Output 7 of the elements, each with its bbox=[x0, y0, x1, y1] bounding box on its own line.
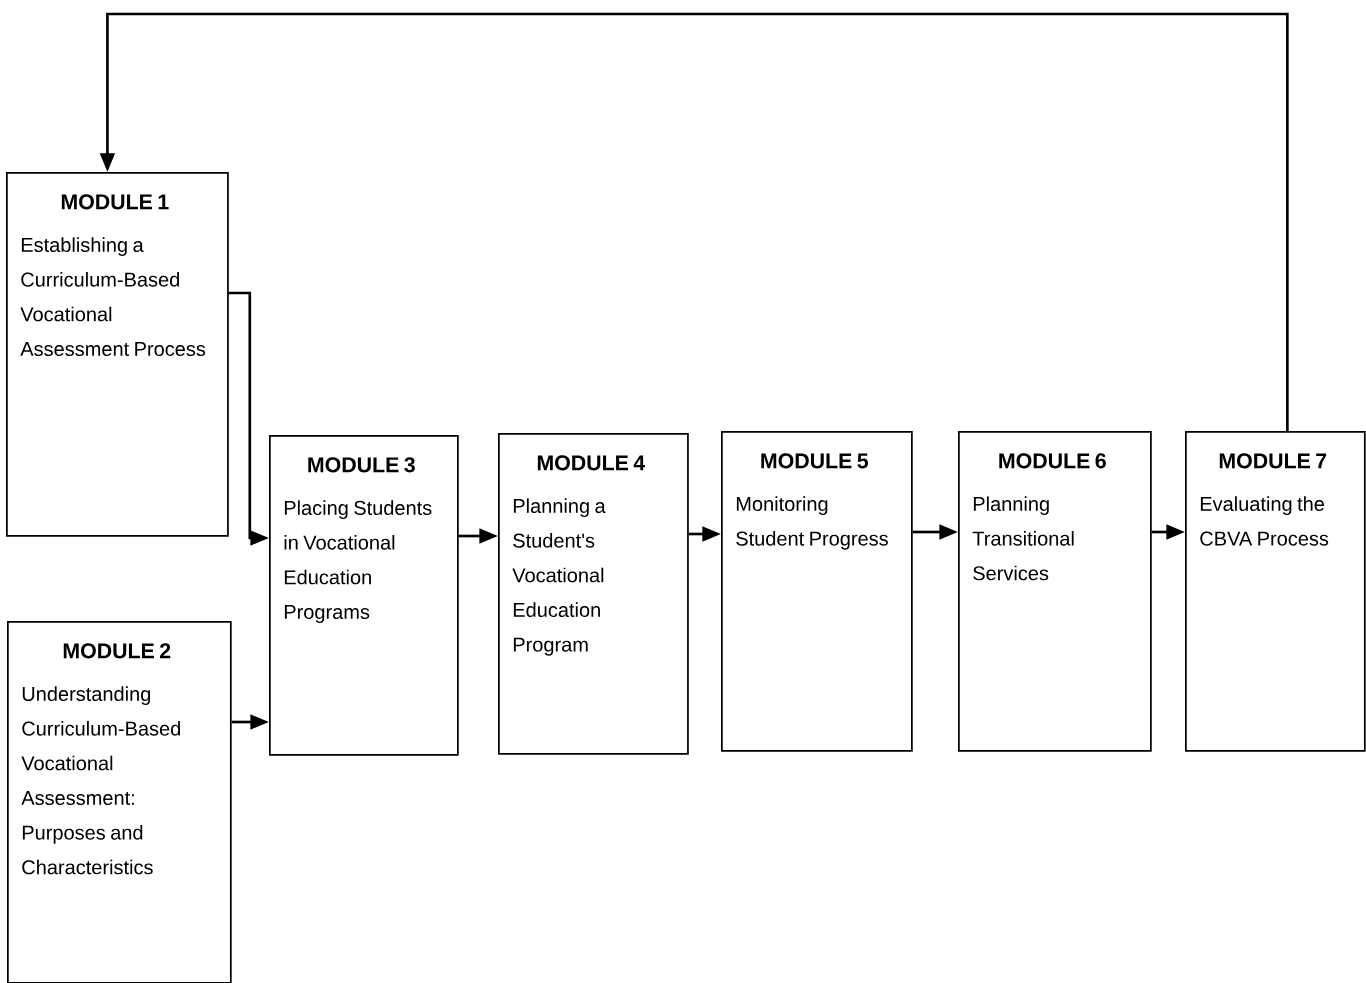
module-box: MODULE 5 Monitoring Student Progress bbox=[721, 431, 913, 752]
module-box: MODULE 6 Planning Transitional Services bbox=[958, 431, 1152, 752]
module-box: MODULE 7 Evaluating the CBVA Process bbox=[1185, 431, 1366, 752]
module-box: MODULE 2 Understanding Curriculum-Based Vocational Assessment: Purposes and Characteristics bbox=[7, 621, 232, 983]
module-box: MODULE 4 Planning a Student's Vocational Education Program bbox=[498, 433, 689, 755]
module-box: MODULE 3 Placing Students in Vocational Education Programs bbox=[269, 435, 459, 756]
module-box: MODULE 1 Establishing a Curriculum-Based Vocational Assessment Process bbox=[6, 172, 229, 537]
